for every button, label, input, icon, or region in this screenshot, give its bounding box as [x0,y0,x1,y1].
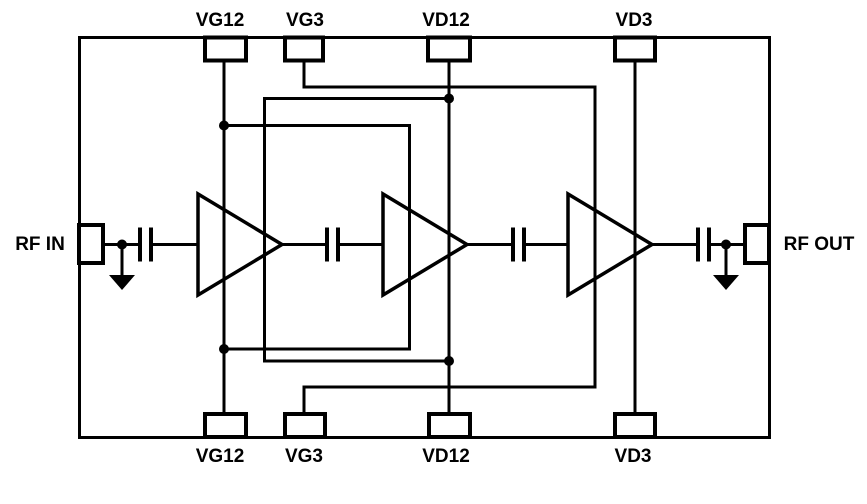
pad-vg12-top [203,35,248,63]
input-ground-arrow-icon [109,275,135,290]
rf-out-label: RF OUT [783,234,855,255]
junction-dot-vg12-top [219,120,229,131]
vg3-wire [302,60,597,414]
junction-dot-vd12-top [444,93,454,104]
amplifier-stage-1 [196,190,286,299]
coupling-cap-4 [696,227,711,262]
junction-dot-input [117,239,127,250]
coupling-cap-1 [138,227,153,262]
pad-label-vg12-bottom: VG12 [195,446,245,467]
rf-in-label: RF IN [15,234,65,255]
amplifier-stage-3 [566,190,656,299]
coupling-cap-3 [511,227,526,262]
output-ground-arrow-icon [713,275,739,290]
pad-vd12-bottom [427,412,472,439]
pad-label-vd3-bottom: VD3 [614,446,652,467]
rf-out-connector [743,223,771,265]
pad-label-vg12-top: VG12 [195,10,245,31]
vg12-loop-wire [224,124,411,351]
junction-dot-vg12-bottom [219,344,229,354]
ground-symbols [109,244,739,290]
bias-wiring [222,60,637,414]
pad-vd12-top [426,35,472,63]
junction-dot-output [721,239,731,250]
junction-dots [117,93,731,366]
pad-label-vg3-top: VG3 [285,10,325,31]
pad-label-vd12-bottom: VD12 [422,446,470,467]
coupling-cap-2 [325,227,340,262]
pad-vd3-top [613,35,657,63]
amplifier-stages [196,190,656,299]
pad-label-vg3-bottom: VG3 [284,446,324,467]
coupling-capacitors [138,227,711,262]
junction-dot-vd12-bottom [444,356,454,366]
bottom-pads [203,412,657,439]
top-pads [203,35,657,63]
pad-vg3-top [283,35,325,63]
amplifier-stage-2 [381,190,471,299]
pad-vd3-bottom [613,412,657,439]
pad-vg3-bottom [283,412,327,439]
rf-in-connector [77,223,105,265]
pad-label-vd3-top: VD3 [615,10,653,31]
pad-label-vd12-top: VD12 [422,10,470,31]
pad-vg12-bottom [203,412,248,439]
vd12-branch-wire [263,97,449,363]
